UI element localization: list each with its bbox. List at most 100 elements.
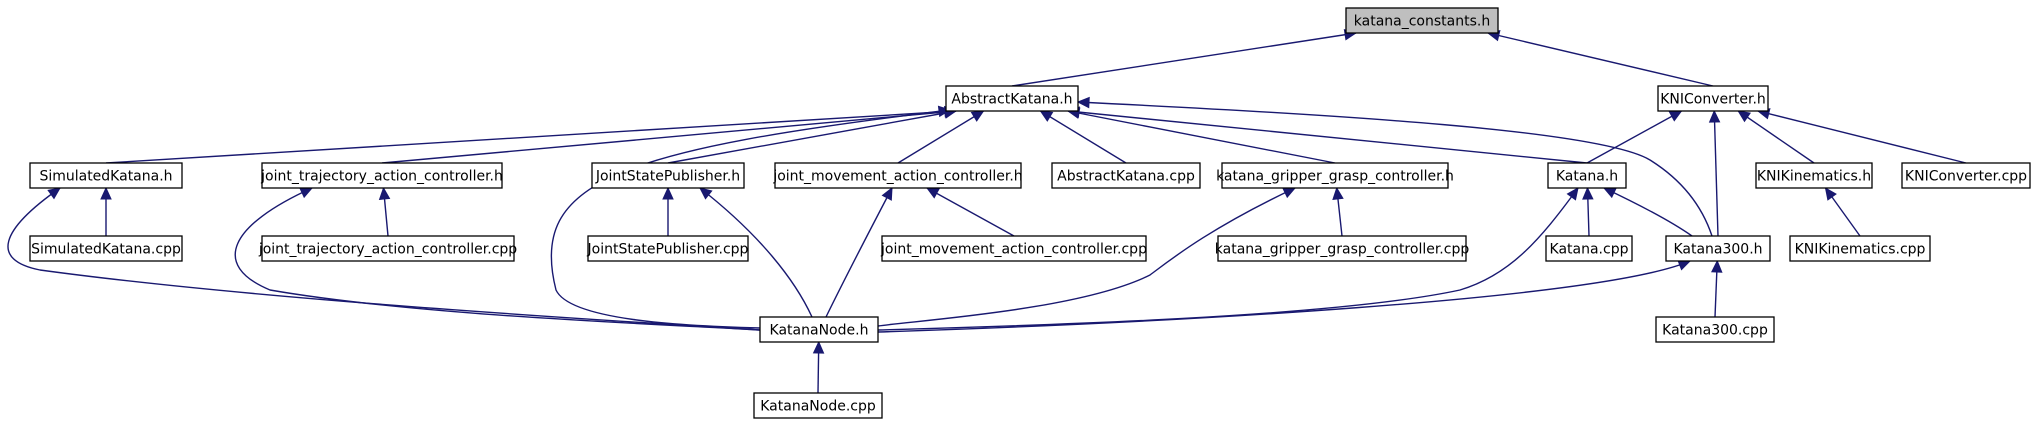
node-katana300-h[interactable]: Katana300.h: [1665, 235, 1771, 262]
node-box: [1547, 162, 1627, 189]
edge-katana_constants-to-kni_converter_h: [1486, 30, 1714, 87]
edge-kni_converter_h-to-kni_kinematics_h: [1737, 110, 1815, 164]
node-katana-constants[interactable]: katana_constants.h: [1345, 7, 1499, 34]
arrowhead: [378, 186, 391, 200]
node-label: katana_constants.h: [1354, 14, 1490, 30]
node-kni-kinematics-h[interactable]: KNIKinematics.h: [1755, 162, 1873, 189]
edge-line: [1011, 32, 1357, 87]
node-abstract-katana-cpp[interactable]: AbstractKatana.cpp: [1051, 162, 1201, 189]
node-box: [1217, 235, 1467, 262]
edge-line: [877, 187, 1296, 327]
arrowhead: [1824, 187, 1837, 201]
arrowhead: [1039, 110, 1054, 122]
edge-simulated_katana_h-to-katana_node_h: [7, 187, 761, 331]
edge-line: [1067, 110, 1588, 164]
edge-line: [1586, 110, 1682, 164]
node-jmac-h[interactable]: joint_movement_action_controller.h: [772, 162, 1023, 189]
node-label: KatanaNode.h: [770, 323, 869, 339]
arrowhead: [1677, 259, 1692, 271]
node-jsp-h[interactable]: JointStatePublisher.h: [591, 162, 745, 189]
node-box: [1789, 235, 1931, 262]
edge-line: [877, 187, 1579, 331]
arrowhead: [881, 186, 893, 201]
node-katana-node-h[interactable]: KatanaNode.h: [759, 316, 879, 343]
edge-line: [381, 110, 957, 164]
edge-kggc_h-to-kggc_cpp: [1332, 186, 1344, 237]
node-abstract-katana-h[interactable]: AbstractKatana.h: [945, 85, 1079, 112]
node-katana-node-cpp[interactable]: KatanaNode.cpp: [753, 392, 883, 419]
node-box: [29, 235, 183, 262]
edge-katana_h-to-katana300_h: [1602, 187, 1693, 237]
arrowhead: [1708, 109, 1721, 123]
node-label: Katana300.cpp: [1662, 323, 1768, 339]
node-label: KatanaNode.cpp: [760, 399, 876, 415]
edge-line: [7, 187, 761, 331]
edge-line: [1757, 110, 1967, 164]
node-jmac-cpp[interactable]: joint_movement_action_controller.cpp: [880, 235, 1147, 262]
node-label: KNIKinematics.cpp: [1795, 242, 1926, 258]
edge-simulated_katana_h-to-simulated_katana_cpp: [100, 186, 112, 236]
arrowhead: [1737, 110, 1752, 123]
node-box: [1665, 235, 1771, 262]
node-label: SimulatedKatana.h: [39, 169, 172, 185]
edge-katana300_h-to-katana300_cpp: [1711, 259, 1723, 318]
edge-line: [105, 110, 957, 164]
node-label: AbstractKatana.h: [951, 92, 1072, 108]
edge-line: [1067, 110, 1336, 164]
node-simulated-katana-h[interactable]: SimulatedKatana.h: [29, 162, 183, 189]
node-label: Katana.h: [1556, 169, 1618, 185]
node-label: katana_gripper_grasp_controller.cpp: [1215, 242, 1470, 258]
node-label: KNIConverter.cpp: [1905, 169, 2027, 185]
edge-kni_kinematics_h-to-kni_kinematics_cpp: [1824, 187, 1861, 237]
arrowhead: [47, 187, 61, 200]
edge-abstract_katana_h-to-abstract_katana_cpp: [1039, 110, 1127, 164]
node-jtac-cpp[interactable]: joint_trajectory_action_controller.cpp: [258, 235, 517, 262]
node-box: [1221, 162, 1449, 189]
edge-line: [1040, 110, 1127, 164]
node-kni-converter-h[interactable]: KNIConverter.h: [1657, 85, 1769, 112]
edge-line: [1713, 110, 1719, 237]
node-label: joint_movement_action_controller.h: [772, 169, 1022, 185]
arrowhead: [1582, 186, 1594, 200]
arrowhead: [970, 110, 985, 122]
edge-jmac_h-to-jmac_cpp: [925, 187, 1015, 237]
node-label: KNIKinematics.h: [1757, 169, 1871, 185]
edge-abstract_katana_h-to-simulated_katana_h: [105, 105, 958, 164]
node-kggc-h[interactable]: katana_gripper_grasp_controller.h: [1216, 162, 1454, 189]
node-jsp-cpp[interactable]: JointStatePublisher.cpp: [587, 235, 749, 262]
node-jtac-h[interactable]: joint_trajectory_action_controller.h: [260, 162, 503, 189]
edge-jtac_h-to-jtac_cpp: [378, 186, 391, 237]
node-katana300-cpp[interactable]: Katana300.cpp: [1655, 316, 1775, 343]
arrowhead: [812, 340, 825, 354]
edge-line: [699, 187, 813, 318]
node-katana-h[interactable]: Katana.h: [1547, 162, 1627, 189]
node-box: [1755, 162, 1873, 189]
node-katana-cpp[interactable]: Katana.cpp: [1545, 235, 1633, 262]
node-box: [29, 162, 183, 189]
edge-line: [1737, 110, 1815, 164]
node-simulated-katana-cpp[interactable]: SimulatedKatana.cpp: [29, 235, 183, 262]
edge-line: [1077, 101, 1713, 237]
node-kni-converter-cpp[interactable]: KNIConverter.cpp: [1901, 162, 2031, 189]
node-kggc-cpp[interactable]: katana_gripper_grasp_controller.cpp: [1215, 235, 1470, 262]
arrowhead: [1711, 259, 1723, 273]
node-box: [753, 392, 883, 419]
node-label: JointStatePublisher.h: [595, 169, 740, 185]
node-kni-kinematics-cpp[interactable]: KNIKinematics.cpp: [1789, 235, 1931, 262]
node-box: [1901, 162, 2031, 189]
edge-line: [234, 187, 761, 331]
edge-line: [1487, 32, 1714, 87]
arrowhead: [925, 187, 940, 199]
node-box: [1345, 7, 1499, 34]
edge-abstract_katana_h-to-jtac_h: [381, 106, 958, 164]
edge-kni_converter_h-to-kni_converter_cpp: [1756, 108, 1967, 164]
edge-abstract_katana_h-to-katana300_h: [1076, 96, 1713, 237]
edge-line: [926, 187, 1015, 237]
node-box: [1655, 316, 1775, 343]
node-box: [261, 162, 503, 189]
node-box: [774, 162, 1022, 189]
node-box: [1545, 235, 1633, 262]
arrowhead: [1282, 187, 1297, 199]
